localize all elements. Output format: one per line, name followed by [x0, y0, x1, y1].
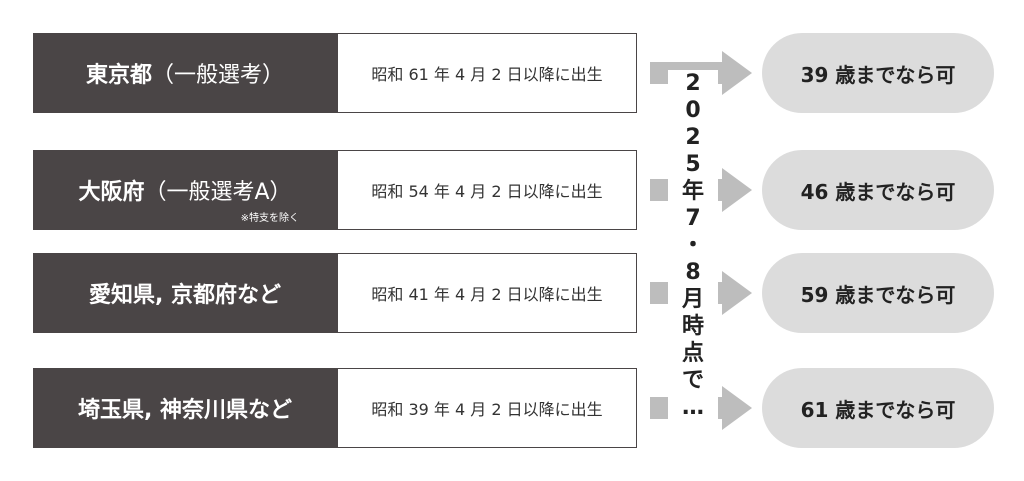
prefecture-label: 愛知県, 京都府など [33, 253, 337, 333]
vertical-char: 2 [668, 124, 718, 151]
age-limit-result: 46 歳までなら可 [762, 150, 994, 230]
prefecture-name: 東京都 [85, 63, 152, 88]
vertical-char: 7 [668, 205, 718, 232]
birth-date-condition: 昭和 61 年 4 月 2 日以降に出生 [337, 33, 637, 113]
vertical-char: 8 [668, 259, 718, 286]
vertical-char: 0 [668, 97, 718, 124]
vertical-char: ・ [668, 232, 718, 259]
exclusion-note: ※特支を除く [240, 213, 299, 224]
birth-date-condition: 昭和 54 年 4 月 2 日以降に出生 [337, 150, 637, 230]
reference-date-vertical: 2 0 2 5 年 7 ・ 8 月 時 点 で … [668, 70, 718, 421]
prefecture-name: 大阪府 [78, 180, 145, 205]
prefecture-label: 大阪府（一般選考A） ※特支を除く [33, 150, 337, 230]
vertical-char: 時 [668, 313, 718, 340]
prefecture-name: 埼玉県, 神奈川県など [77, 398, 293, 423]
prefecture-suffix: （一般選考） [152, 63, 285, 88]
age-limit-result: 39 歳までなら可 [762, 33, 994, 113]
vertical-char: 月 [668, 286, 718, 313]
vertical-char: … [668, 394, 718, 421]
prefecture-label: 埼玉県, 神奈川県など [33, 368, 337, 448]
prefecture-suffix: （一般選考A） [144, 180, 292, 205]
prefecture-label: 東京都（一般選考） [33, 33, 337, 113]
vertical-char: 点 [668, 340, 718, 367]
birth-date-condition: 昭和 41 年 4 月 2 日以降に出生 [337, 253, 637, 333]
age-limit-result: 61 歳までなら可 [762, 368, 994, 448]
vertical-char: 年 [668, 178, 718, 205]
age-limit-result: 59 歳までなら可 [762, 253, 994, 333]
vertical-char: 2 [668, 70, 718, 97]
vertical-char: で [668, 367, 718, 394]
birth-date-condition: 昭和 39 年 4 月 2 日以降に出生 [337, 368, 637, 448]
prefecture-name: 愛知県, 京都府など [88, 283, 282, 308]
vertical-char: 5 [668, 151, 718, 178]
